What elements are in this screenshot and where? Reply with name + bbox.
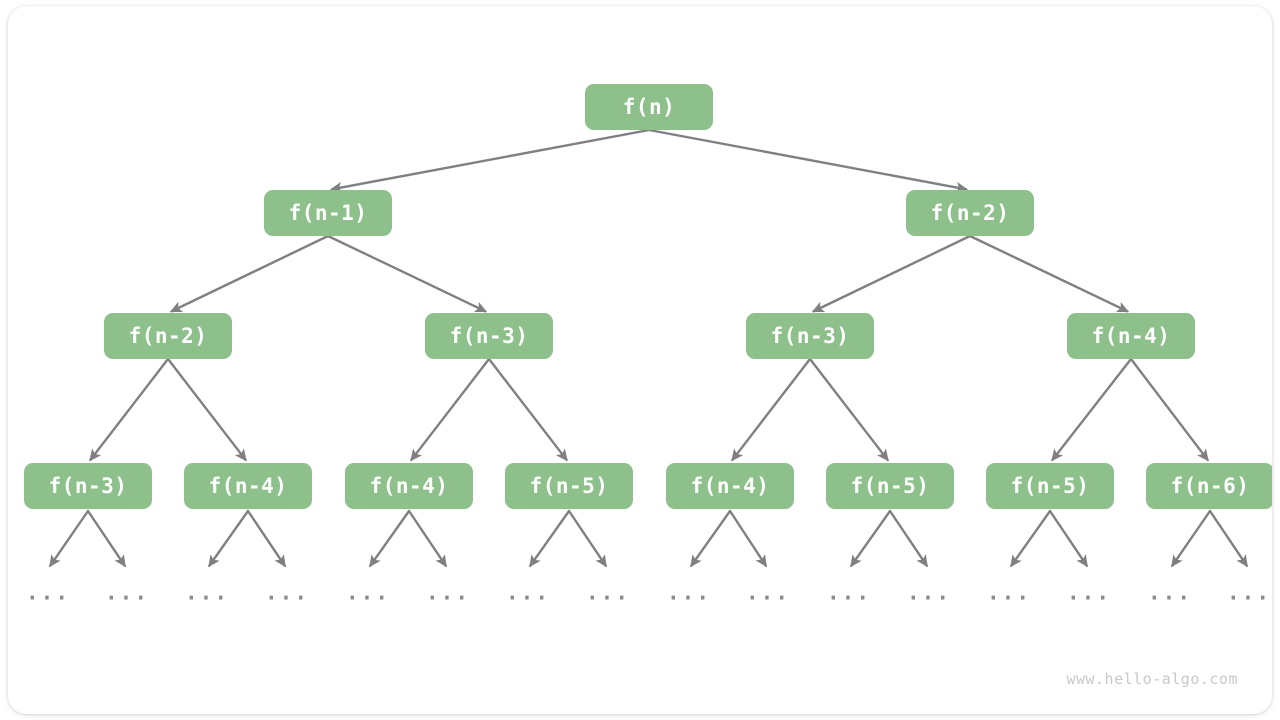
tree-edge xyxy=(731,357,812,462)
ellipsis-label: ... xyxy=(746,580,790,605)
leaf-stub-edge xyxy=(888,509,928,568)
tree-node: f(n-5) xyxy=(986,463,1114,509)
leaf-stub-edge xyxy=(1048,509,1088,568)
leaf-stub-edge xyxy=(1010,509,1052,568)
ellipsis-label: ... xyxy=(667,580,711,605)
tree-edge xyxy=(811,234,972,313)
tree-node: f(n-2) xyxy=(104,313,232,359)
ellipsis-label: ... xyxy=(1067,580,1111,605)
tree-edge xyxy=(808,357,889,462)
tree-edge xyxy=(968,234,1130,313)
tree-edge xyxy=(169,234,330,313)
tree-node: f(n-1) xyxy=(264,190,392,236)
tree-edge xyxy=(647,128,968,193)
tree-edge xyxy=(330,128,651,193)
leaf-stub-edge xyxy=(567,509,607,568)
ellipsis-label: ... xyxy=(506,580,550,605)
ellipsis-label: ... xyxy=(426,580,470,605)
leaf-stub-edge xyxy=(529,509,571,568)
tree-edge xyxy=(1129,357,1209,462)
leaf-stub-edge xyxy=(208,509,250,568)
leaf-stub-edge xyxy=(407,509,447,568)
leaf-stub-edge xyxy=(49,509,90,568)
ellipsis-label: ... xyxy=(105,580,149,605)
tree-node: f(n) xyxy=(585,84,713,130)
tree-node: f(n-4) xyxy=(1067,313,1195,359)
tree-node: f(n-4) xyxy=(666,463,794,509)
ellipsis-label: ... xyxy=(586,580,630,605)
tree-node: f(n-4) xyxy=(184,463,312,509)
tree-node: f(n-6) xyxy=(1146,463,1272,509)
tree-node: f(n-5) xyxy=(826,463,954,509)
tree-edges xyxy=(89,128,1209,462)
ellipsis-label: ... xyxy=(987,580,1031,605)
leaf-stub-edge xyxy=(850,509,892,568)
tree-node: f(n-5) xyxy=(505,463,633,509)
ellipsis-label: ... xyxy=(185,580,229,605)
ellipsis-label: ... xyxy=(265,580,309,605)
leaf-stub-edge xyxy=(690,509,732,568)
leaf-stub-edge xyxy=(1171,509,1212,568)
ellipsis-label: ... xyxy=(346,580,390,605)
tree-node: f(n-4) xyxy=(345,463,473,509)
ellipsis-label: ... xyxy=(1227,580,1271,605)
watermark: www.hello-algo.com xyxy=(1066,670,1238,688)
leaf-stub-edges xyxy=(49,509,1248,568)
tree-edge xyxy=(1051,357,1133,462)
diagram-card: f(n) f(n-1) f(n-2) f(n-2) f(n-3) f(n-3) f(n-4)… xyxy=(8,6,1272,714)
ellipsis-label: ... xyxy=(1148,580,1192,605)
tree-node: f(n-3) xyxy=(425,313,553,359)
tree-edge xyxy=(487,357,568,462)
leaf-stub-edge xyxy=(369,509,411,568)
tree-edge xyxy=(89,357,170,462)
tree-edge xyxy=(410,357,491,462)
tree-node: f(n-3) xyxy=(746,313,874,359)
ellipsis-label: ... xyxy=(26,580,70,605)
tree-edge xyxy=(166,357,247,462)
leaf-stub-edge xyxy=(246,509,286,568)
tree-edge xyxy=(326,234,488,313)
leaf-stub-edge xyxy=(1208,509,1248,568)
ellipsis-label: ... xyxy=(827,580,871,605)
leaf-stub-edge xyxy=(728,509,768,568)
ellipsis-label: ... xyxy=(907,580,951,605)
leaf-stub-edge xyxy=(86,509,126,568)
tree-node: f(n-3) xyxy=(24,463,152,509)
tree-node: f(n-2) xyxy=(906,190,1034,236)
